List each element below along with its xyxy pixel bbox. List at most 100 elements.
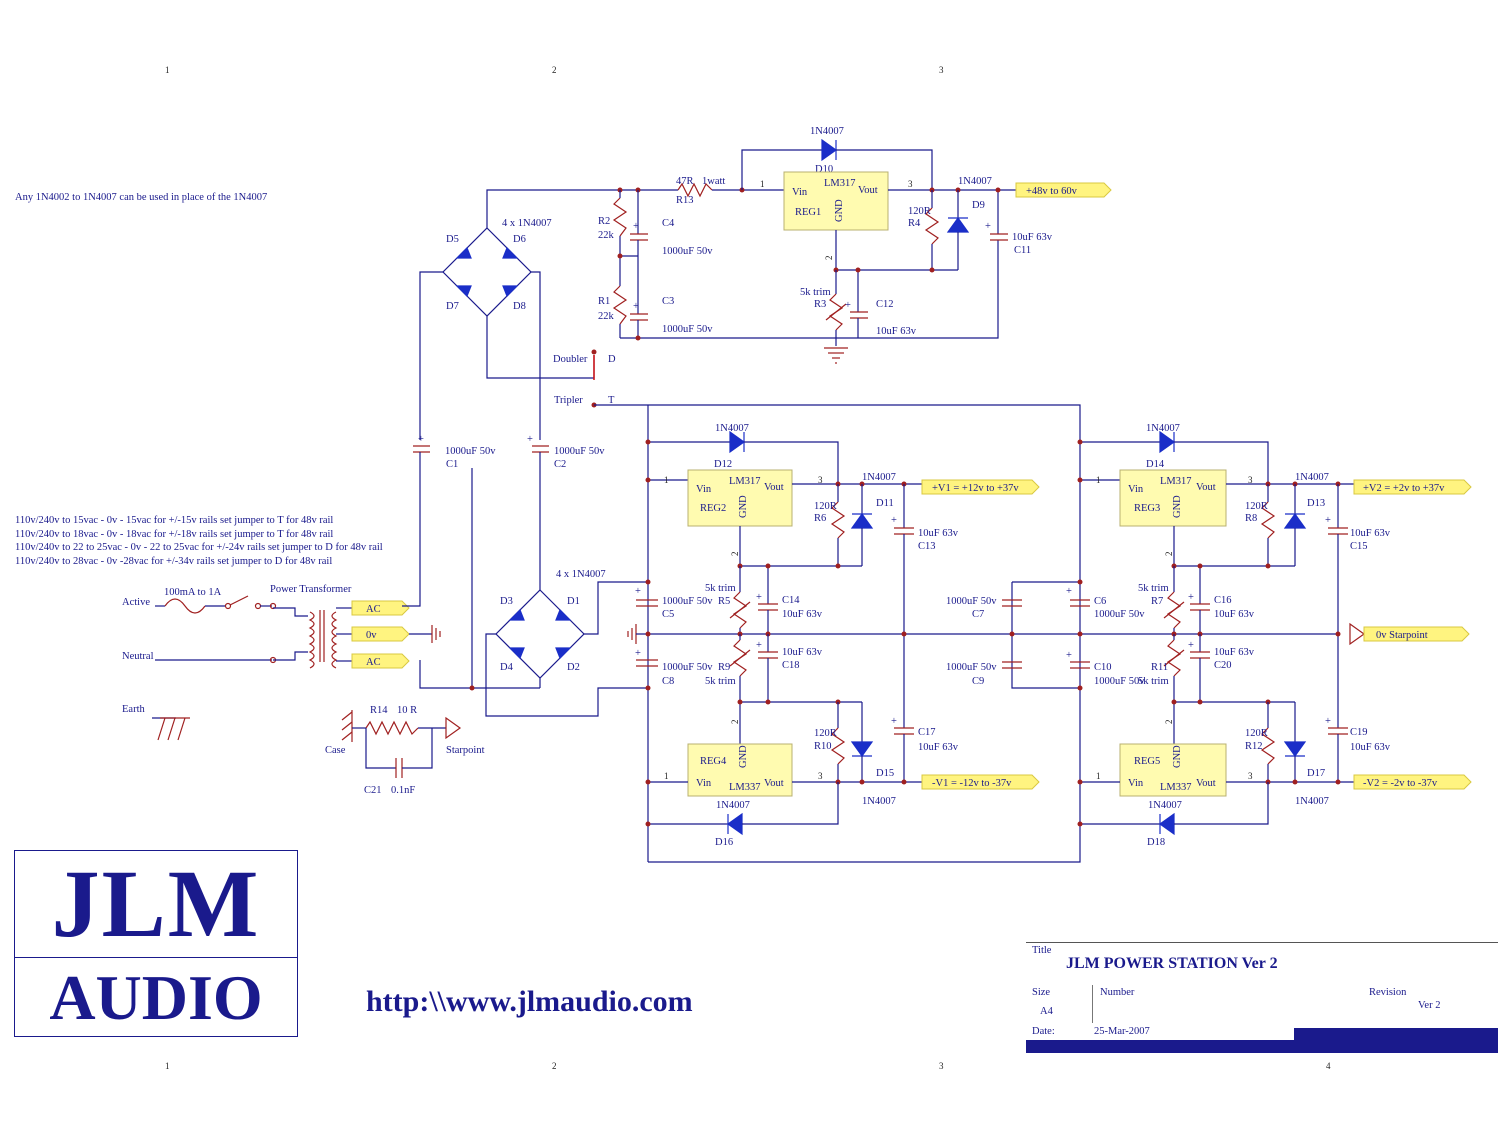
c1-ref: C1 [446, 459, 458, 470]
r7-ref: R7 [1151, 596, 1163, 607]
reg4-gnd: GND [738, 745, 749, 768]
rail-v2-pos-tag [1353, 479, 1472, 495]
r12-value: 120R [1245, 728, 1268, 739]
r8-ref: R8 [1245, 513, 1257, 524]
r14-ref: R14 [370, 705, 388, 716]
d10-diode [821, 138, 838, 162]
doubler-d: D [608, 354, 616, 365]
case-network: R14 10 R Case Starpoint C21 0.1nF [325, 705, 485, 796]
size-label: Size [1032, 987, 1051, 998]
size-value: A4 [1040, 1006, 1053, 1017]
d15-diode [850, 741, 874, 758]
svg-text:1: 1 [1096, 771, 1101, 781]
reg5-gnd: GND [1172, 745, 1183, 768]
c9-value: 1000uF 50v [946, 662, 997, 673]
svg-text:+: + [891, 515, 897, 526]
reg2-name: LM317 [729, 476, 761, 487]
svg-text:1: 1 [1096, 475, 1101, 485]
r14-value: 10 R [397, 705, 417, 716]
rail-48v: R2 22k R1 22k + C4 1000uF 50v + C3 1000u… [598, 126, 1112, 364]
bottom-bridge-label: 4 x 1N4007 [556, 569, 606, 580]
d13-value: 1N4007 [1295, 472, 1329, 483]
svg-text:+: + [1325, 716, 1331, 727]
d13-diode [1283, 512, 1307, 529]
r10-resistor [830, 727, 846, 765]
svg-text:2: 2 [1164, 552, 1174, 557]
d14-diode [1159, 430, 1176, 454]
svg-text:2: 2 [824, 256, 834, 261]
svg-text:+: + [418, 434, 424, 445]
zone-bottom-2: 2 [552, 1061, 557, 1071]
neutral-label: Neutral [122, 651, 154, 662]
c21-ref: C21 [364, 785, 382, 796]
d12-ref: D12 [714, 459, 732, 470]
r2-value: 22k [598, 230, 615, 241]
r2-resistor [612, 197, 628, 237]
d6-diode [502, 246, 519, 259]
rail-v1-pos-tag [921, 479, 1040, 495]
c9-ref: C9 [972, 676, 984, 687]
svg-text:+: + [1066, 586, 1072, 597]
rail-v1-neg-label: -V1 = -12v to -37v [932, 778, 1012, 789]
r14-resistor [365, 720, 419, 736]
d1-ref: D1 [567, 596, 580, 607]
d18-value: 1N4007 [1148, 800, 1182, 811]
d16-value: 1N4007 [716, 800, 750, 811]
starpoint-label: Starpoint [446, 745, 485, 756]
c20-value: 10uF 63v [1214, 647, 1255, 658]
reg4-name: LM337 [729, 782, 761, 793]
c2-value: 1000uF 50v [554, 446, 605, 457]
reg2-gnd: GND [738, 495, 749, 518]
logo-line-audio: AUDIO [49, 962, 263, 1033]
svg-text:+: + [891, 716, 897, 727]
d2-diode [555, 647, 572, 660]
svg-text:+: + [527, 434, 533, 445]
svg-text:+: + [633, 221, 639, 232]
c8-ref: C8 [662, 676, 674, 687]
d11-diode [850, 512, 874, 529]
svg-text:+: + [845, 300, 851, 311]
r8-value: 120R [1245, 501, 1268, 512]
r12-ref: R12 [1245, 741, 1263, 752]
c21-value: 0.1nF [391, 785, 415, 796]
c7-ref: C7 [972, 609, 984, 620]
v2-negative: R11 5k trim + 10uF 63v C20 120R R12 D17 … [1077, 634, 1472, 848]
d6-ref: D6 [513, 234, 526, 245]
r9-ref: R9 [718, 662, 730, 673]
c11-value: 10uF 63v [1012, 232, 1053, 243]
r6-resistor [830, 501, 846, 539]
website-url[interactable]: http:\\www.jlmaudio.com [366, 985, 693, 1018]
r6-ref: R6 [814, 513, 826, 524]
zone-bottom-1: 1 [165, 1061, 170, 1071]
c10-value: 1000uF 50v [1094, 676, 1145, 687]
svg-text:+: + [1325, 515, 1331, 526]
d10-ref: D10 [815, 164, 833, 175]
r2-ref: R2 [598, 216, 610, 227]
d3-ref: D3 [500, 596, 513, 607]
reg3-ref: REG3 [1134, 503, 1160, 514]
svg-text:+: + [756, 592, 762, 603]
svg-text:+: + [1066, 650, 1072, 661]
svg-text:3: 3 [1248, 771, 1253, 781]
d13-ref: D13 [1307, 498, 1325, 509]
svg-text:3: 3 [818, 475, 823, 485]
d1-diode [555, 608, 572, 621]
r9-value: 5k trim [705, 676, 736, 687]
c4-ref: C4 [662, 218, 675, 229]
d12-value: 1N4007 [715, 423, 749, 434]
r5-ref: R5 [718, 596, 730, 607]
v2-positive: 1N4007 D14 1 Vin LM317 Vout REG3 GND 3 2… [1077, 423, 1472, 728]
r10-ref: R10 [814, 741, 832, 752]
r11-ref: R11 [1151, 662, 1168, 673]
ac2-tag [351, 653, 410, 669]
reg1-vout: Vout [858, 185, 878, 196]
c20-ref: C20 [1214, 660, 1232, 671]
c16-value: 10uF 63v [1214, 609, 1255, 620]
r10-value: 120R [814, 728, 837, 739]
c12-value: 10uF 63v [876, 326, 917, 337]
v1-negative: R9 5k trim + 10uF 63v C18 120R R10 D15 1… [645, 634, 1040, 848]
earth-symbol [157, 717, 190, 741]
d18-diode [1158, 812, 1175, 836]
fuse-symbol [164, 598, 206, 614]
title-block: Title JLM POWER STATION Ver 2 Size A4 Nu… [1026, 942, 1498, 1053]
